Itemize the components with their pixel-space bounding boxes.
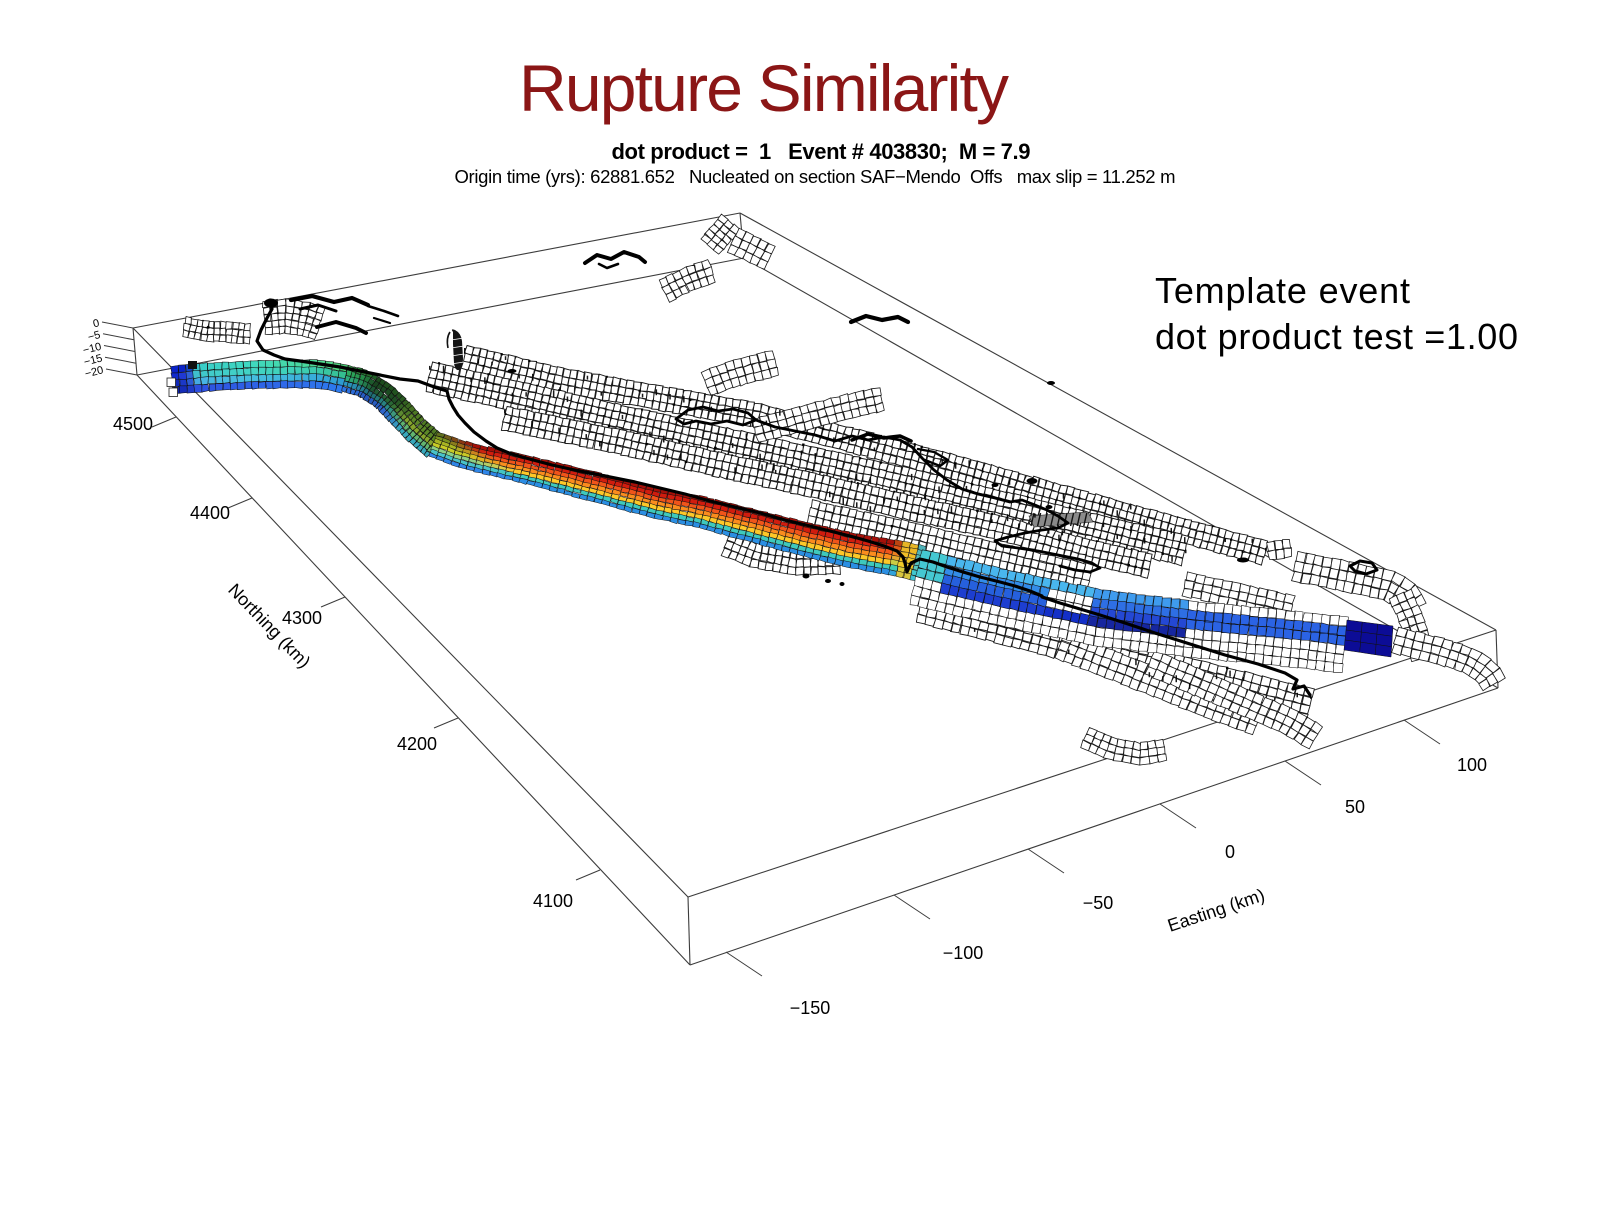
svg-text:4400: 4400: [190, 503, 230, 523]
svg-text:Template event: Template event: [1155, 270, 1410, 311]
svg-text:Origin time (yrs): 62881.652: Origin time (yrs): 62881.652 Nucleated o…: [455, 166, 1176, 187]
svg-text:dot product = 1 Event # 403: dot product = 1 Event # 403830; M = 7.9: [612, 139, 1031, 164]
svg-text:−20: −20: [84, 364, 105, 380]
svg-text:4300: 4300: [282, 608, 322, 628]
svg-text:−5: −5: [87, 329, 102, 344]
svg-text:−100: −100: [943, 943, 984, 963]
svg-text:−15: −15: [83, 352, 104, 368]
svg-text:4100: 4100: [533, 891, 573, 911]
svg-text:0: 0: [1225, 842, 1235, 862]
svg-text:−10: −10: [82, 341, 103, 357]
svg-text:50: 50: [1345, 797, 1365, 817]
svg-text:dot product test =1.00: dot product test =1.00: [1155, 316, 1518, 357]
svg-text:Rupture Similarity: Rupture Similarity: [519, 51, 1009, 125]
svg-text:100: 100: [1457, 755, 1487, 775]
svg-text:−50: −50: [1083, 893, 1114, 913]
svg-text:−150: −150: [790, 998, 831, 1018]
svg-text:4500: 4500: [113, 414, 153, 434]
svg-text:4200: 4200: [397, 734, 437, 754]
svg-text:0: 0: [92, 317, 101, 330]
